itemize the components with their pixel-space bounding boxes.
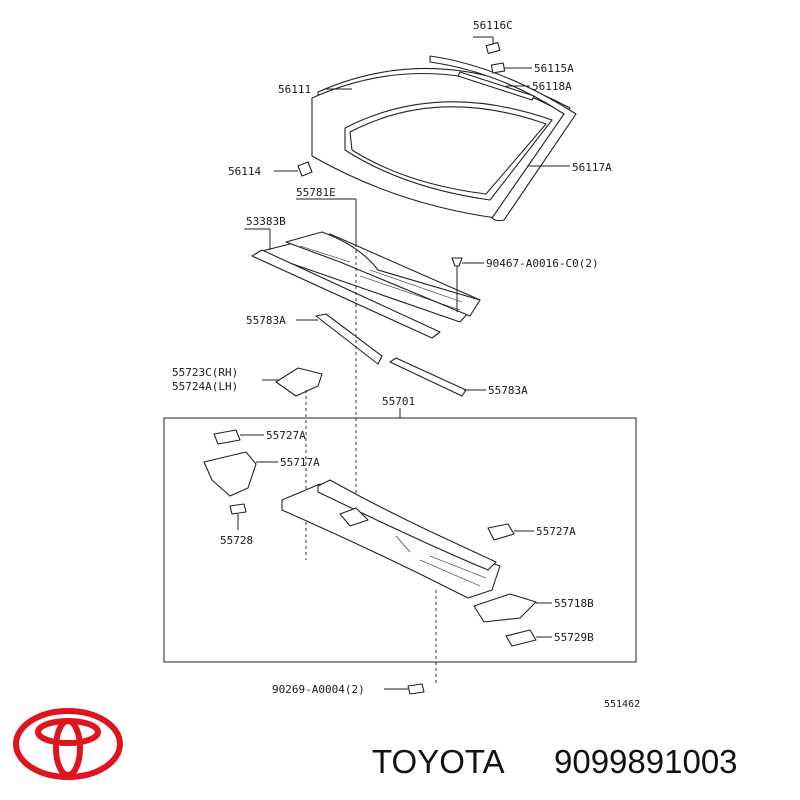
label-56116c: 56116C [473,19,513,32]
leader-lines [237,36,570,690]
label-55718b: 55718B [554,597,594,610]
part-55783a-seal-left [315,313,383,365]
toyota-logo-icon [13,708,123,780]
cowl-panel [281,479,501,599]
windshield-glass [311,68,571,219]
cowl-louver [251,231,481,339]
part-55728-pad [229,503,247,515]
part-number: 9099891003 [554,743,738,780]
label-56115a: 56115A [534,62,574,75]
part-90467-clip [451,257,463,267]
part-90269-bolt [407,683,425,695]
label-56118a: 56118A [532,80,572,93]
label-56114: 56114 [228,165,261,178]
label-55727a-left: 55727A [266,429,306,442]
label-55701: 55701 [382,395,415,408]
part-55783a-seal-right [389,357,467,397]
label-55724a: 55724A(LH) [172,380,238,393]
diagram-code: 551462 [604,699,640,710]
label-90269: 90269-A0004(2) [272,683,365,696]
label-55728: 55728 [220,534,253,547]
label-55723c: 55723C(RH) [172,366,238,379]
brand-name: TOYOTA [372,743,505,780]
part-55727a-bracket-left [213,429,241,445]
label-55717a: 55717A [280,456,320,469]
label-56111: 56111 [278,83,311,96]
label-55781e: 55781E [296,186,336,199]
part-55723c-bracket [275,367,323,397]
part-55717a-bracket [203,451,257,497]
label-53383b: 53383B [246,215,286,228]
label-55729b: 55729B [554,631,594,644]
label-55783a-right: 55783A [488,384,528,397]
windshield-molding [429,55,577,222]
label-55783a-left: 55783A [246,314,286,327]
part-56114-stopper [297,161,313,177]
part-55727a-bracket-right [487,523,515,541]
part-56118a-strip [457,71,535,101]
part-55729b-pad [505,629,537,647]
part-56116c-clip [485,42,501,54]
part-56115a-clip [490,62,506,74]
part-55718b-bracket [473,593,537,623]
label-90467: 90467-A0016-C0(2) [486,257,599,270]
label-56117a: 56117A [572,161,612,174]
label-55727a-right: 55727A [536,525,576,538]
